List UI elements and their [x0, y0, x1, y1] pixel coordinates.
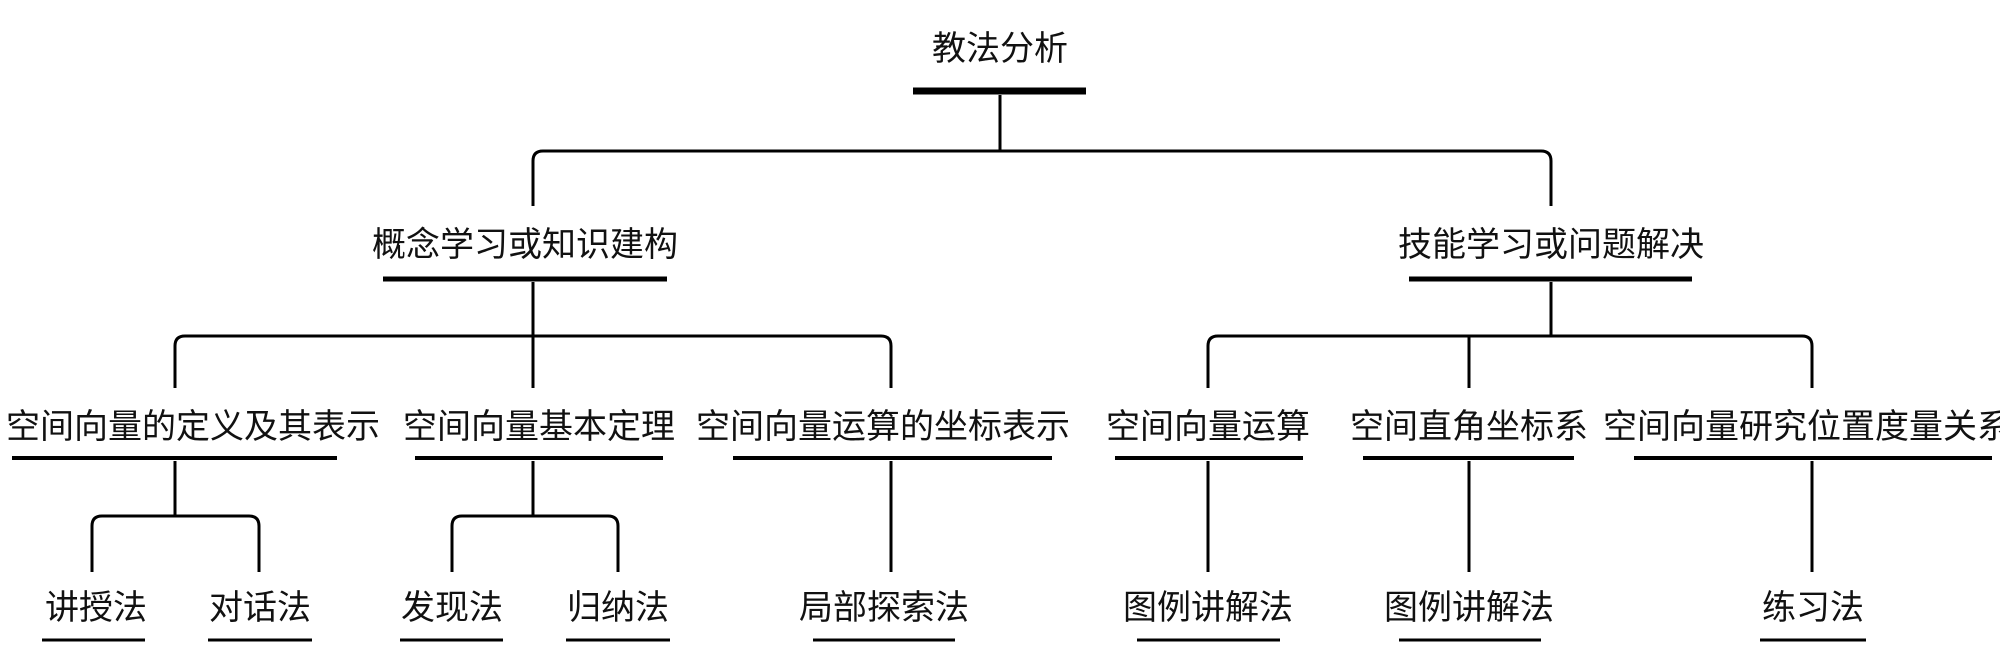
- root-node-label: 教法分析: [932, 29, 1068, 69]
- topic-definition-representation-label: 空间向量的定义及其表示: [6, 407, 380, 447]
- method-illustration-2-label: 图例讲解法: [1384, 588, 1554, 628]
- category-concept-learning-label: 概念学习或知识建构: [372, 225, 678, 265]
- method-dialogue-label: 对话法: [209, 588, 311, 628]
- topic-basic-theorem-label: 空间向量基本定理: [403, 407, 675, 447]
- topic-vector-operation-label: 空间向量运算: [1106, 407, 1310, 447]
- topic-0-connector-bar: [90, 514, 261, 572]
- method-discovery-label: 发现法: [401, 588, 503, 628]
- topic-1-connector-bar: [450, 514, 620, 572]
- category-skill-learning-label: 技能学习或问题解决: [1398, 225, 1704, 265]
- method-induction-label: 归纳法: [567, 588, 669, 628]
- topic-coordinate-operation-label: 空间向量运算的坐标表示: [696, 407, 1070, 447]
- method-illustration-1-label: 图例讲解法: [1123, 588, 1293, 628]
- method-practice-label: 练习法: [1762, 588, 1864, 628]
- category-1-connector-bar: [1206, 334, 1814, 388]
- topic-position-metric-label: 空间向量研究位置度量关系: [1603, 407, 2000, 447]
- topic-rectangular-coordinate-label: 空间直角坐标系: [1350, 407, 1588, 447]
- method-lecture-label: 讲授法: [45, 588, 147, 628]
- root-connector-bar: [531, 149, 1553, 206]
- method-local-exploration-label: 局部探索法: [799, 588, 969, 628]
